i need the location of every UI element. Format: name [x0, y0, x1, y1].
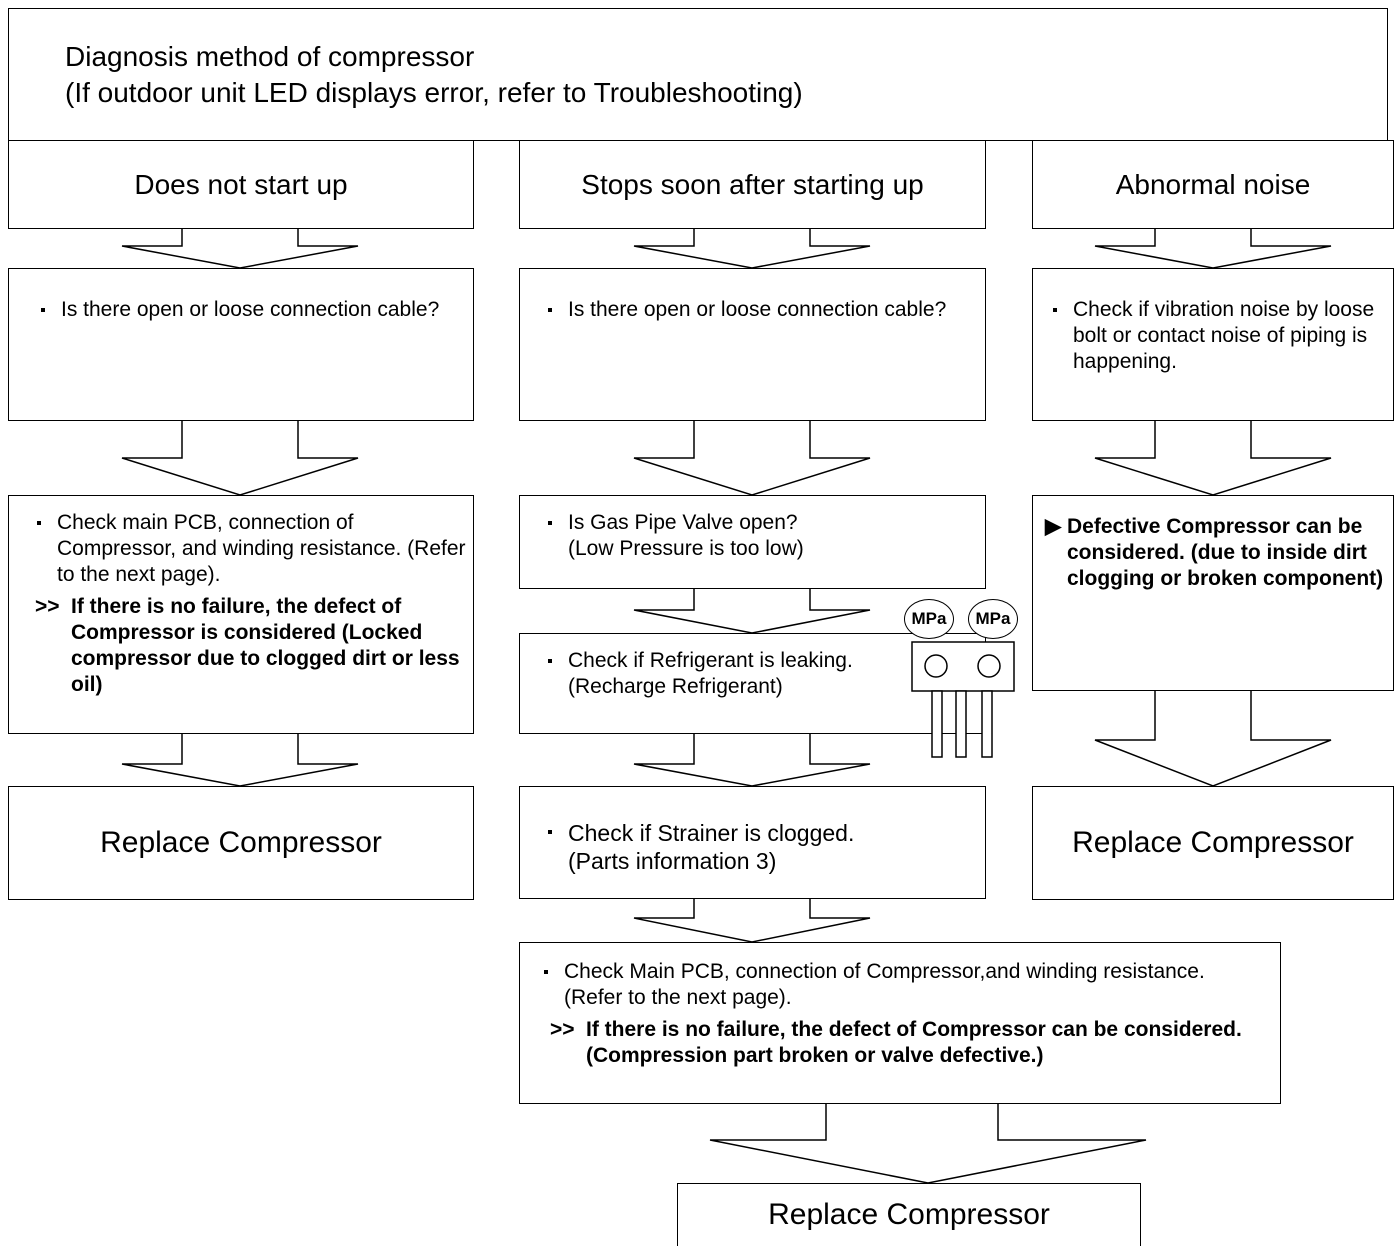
left-result-box: Replace Compressor [8, 786, 474, 900]
arrow-mid-5 [633, 897, 871, 943]
triangle-marker: ▶ [1045, 515, 1062, 538]
pressure-gauge-left: MPa [904, 599, 954, 639]
title-line-1: Diagnosis method of compressor [65, 41, 475, 72]
mid-step-gas-valve-line2: (Low Pressure is too low) [568, 537, 804, 560]
right-step-defective-compressor-text: Defective Compressor can be considered. … [1067, 515, 1384, 590]
left-step-connection-cable-text: Is there open or loose connection cable? [39, 297, 443, 323]
header-abnormal-noise: Abnormal noise [1032, 140, 1394, 229]
left-step-check-pcb-text: Check main PCB, connection of Compressor… [35, 510, 467, 588]
mid-step-refrigerant-leak-line2: (Recharge Refrigerant) [568, 675, 783, 698]
right-step-vibration-noise-text: Check if vibration noise by loose bolt o… [1051, 297, 1381, 375]
mid-step-gas-valve: Is Gas Pipe Valve open? (Low Pressure is… [519, 495, 986, 589]
mid-step-check-pcb-text: Check Main PCB, connection of Compressor… [542, 959, 1268, 1011]
right-result-label: Replace Compressor [1072, 826, 1354, 859]
arrow-left-2 [121, 419, 359, 496]
arrow-mid-4 [633, 732, 871, 787]
arrow-left-3 [121, 732, 359, 787]
header-does-not-start-label: Does not start up [134, 168, 348, 200]
arrow-right-3 [1094, 689, 1332, 787]
pressure-gauge-right-label: MPa [975, 609, 1011, 628]
right-step-defective-compressor: ▶ Defective Compressor can be considered… [1032, 495, 1394, 691]
header-stops-soon-label: Stops soon after starting up [581, 168, 924, 200]
mid-result-label: Replace Compressor [768, 1198, 1050, 1231]
title-line-2: (If outdoor unit LED displays error, ref… [65, 77, 803, 108]
mid-step-strainer-line2: (Parts information 3) [568, 848, 777, 874]
right-result-box: Replace Compressor [1032, 786, 1394, 900]
mid-step-note-text: If there is no failure, the defect of Co… [586, 1018, 1242, 1067]
arrow-left-1 [121, 227, 359, 269]
note-marker: >> [550, 1018, 575, 1041]
mid-step-refrigerant-leak-line1: Check if Refrigerant is leaking. [546, 648, 975, 674]
left-result-label: Replace Compressor [100, 826, 382, 859]
arrow-mid-3 [633, 587, 871, 634]
pressure-gauge-right: MPa [968, 599, 1018, 639]
pressure-gauge-left-label: MPa [911, 609, 947, 628]
mid-step-strainer-line1: Check if Strainer is clogged. [546, 819, 975, 847]
arrow-mid-2 [633, 419, 871, 496]
header-does-not-start: Does not start up [8, 140, 474, 229]
left-step-note: >> If there is no failure, the defect of… [35, 594, 467, 698]
right-step-defective-compressor-block: ▶ Defective Compressor can be considered… [1045, 514, 1389, 592]
right-step-vibration-noise: Check if vibration noise by loose bolt o… [1032, 268, 1394, 421]
arrow-mid-6 [709, 1102, 1147, 1184]
title-box: Diagnosis method of compressor (If outdo… [8, 8, 1388, 141]
mid-result-box: Replace Compressor [677, 1183, 1141, 1246]
arrow-right-1 [1094, 227, 1332, 269]
left-step-note-text: If there is no failure, the defect of Co… [71, 595, 460, 696]
left-step-check-pcb: Check main PCB, connection of Compressor… [8, 495, 474, 734]
arrow-right-2 [1094, 419, 1332, 496]
note-marker: >> [35, 595, 60, 618]
header-stops-soon: Stops soon after starting up [519, 140, 986, 229]
header-abnormal-noise-label: Abnormal noise [1115, 168, 1311, 200]
mid-step-note: >> If there is no failure, the defect of… [550, 1017, 1268, 1069]
arrow-mid-1 [633, 227, 871, 269]
left-step-connection-cable: Is there open or loose connection cable? [8, 268, 474, 421]
mid-step-strainer: Check if Strainer is clogged. (Parts inf… [519, 786, 986, 899]
mid-step-connection-cable-text: Is there open or loose connection cable? [546, 297, 955, 323]
mid-step-gas-valve-line1: Is Gas Pipe Valve open? [546, 510, 975, 536]
mid-step-refrigerant-leak: Check if Refrigerant is leaking. (Rechar… [519, 633, 986, 734]
mid-step-connection-cable: Is there open or loose connection cable? [519, 268, 986, 421]
mid-step-check-pcb: Check Main PCB, connection of Compressor… [519, 942, 1281, 1104]
